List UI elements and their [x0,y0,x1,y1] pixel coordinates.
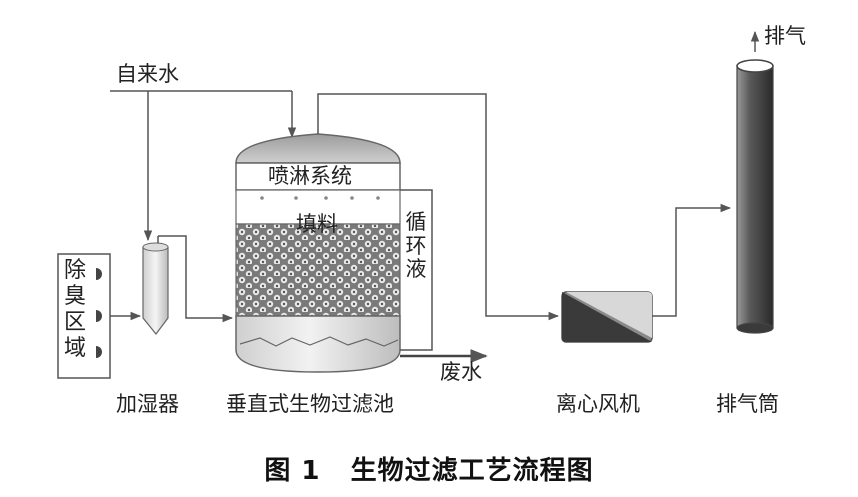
humidifier-label: 加湿器 [116,392,179,416]
figure-title: 生物过滤工艺流程图 [350,456,594,486]
deodor-zone-label: 除臭区域 [63,258,86,361]
chimney-body [736,65,774,329]
figure-caption: 图 1 生物过滤工艺流程图 [0,450,858,487]
biofilter-label: 垂直式生物过滤池 [226,392,394,416]
water-level [239,336,399,347]
spray-system-label: 喷淋系统 [268,164,352,188]
fan-label: 离心风机 [556,392,640,416]
circulation-label: 循环液 [405,210,427,282]
fan-to-chimney-line [652,203,732,317]
tap-water-label: 自来水 [116,62,179,86]
intake-nozzle-icon [96,346,102,358]
intake-nozzle-icon [96,310,102,322]
fan-shade [562,292,652,342]
figure-number: 图 1 [264,456,321,486]
chimney-label: 排气筒 [716,392,779,416]
packing-label: 填料 [296,212,338,236]
exhaust-label: 排气 [764,24,806,48]
packing-bed [235,223,401,317]
chimney-bottom [736,322,774,334]
intake-nozzle-icon [96,268,102,280]
humidifier-top [142,242,169,252]
fan-highlight [566,292,652,338]
packing-top-area [235,189,401,225]
humidifier-to-tank-line [168,235,234,323]
gas-to-fan-line [317,93,560,321]
waste-water-label: 废水 [440,360,482,384]
spray-nozzles [260,196,380,200]
chimney-top [736,59,774,73]
circulation-line [400,189,433,351]
tank-lower [235,315,401,373]
tank-dome [235,133,401,164]
humidifier-shape [142,246,169,335]
